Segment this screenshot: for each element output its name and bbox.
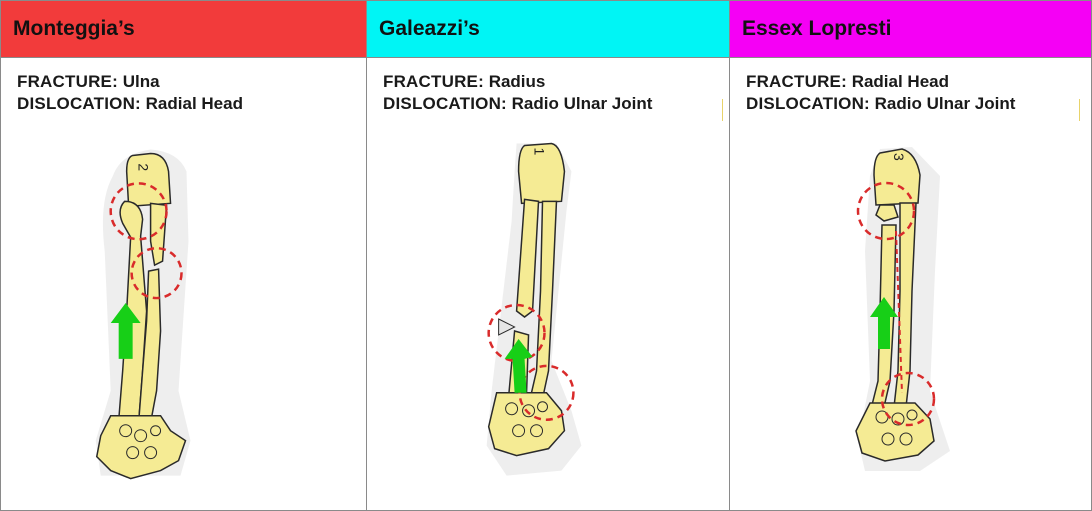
fracture-circle <box>130 246 183 300</box>
divider-mark <box>1079 99 1080 121</box>
fracture-fragment <box>498 318 516 336</box>
fracture-circle <box>487 303 546 363</box>
figure-number: 3 <box>891 153 907 161</box>
info-galeazzi: FRACTURE: Radius DISLOCATION: Radio Ulna… <box>383 71 652 115</box>
fracture-circle <box>856 181 916 241</box>
dislocation-circle <box>109 182 168 241</box>
humerus-bone <box>125 152 172 208</box>
dislocation-value: Radial Head <box>145 94 243 113</box>
column-essex-lopresti: Essex Lopresti FRACTURE: Radial Head DIS… <box>730 1 1091 510</box>
radial-head-fragments <box>875 204 899 222</box>
divider-mark <box>722 99 723 121</box>
title-essex-lopresti: Essex Lopresti <box>742 17 892 40</box>
direction-arrow <box>504 338 533 393</box>
hand-bones <box>95 414 187 480</box>
figure-number: 1 <box>532 147 548 155</box>
essex-lopresti-forearm-illustration: 3 <box>855 147 950 471</box>
humerus-bone <box>873 148 921 206</box>
fracture-value: Ulna <box>122 72 160 91</box>
fracture-value: Radial Head <box>851 72 949 91</box>
radius-upper <box>515 198 540 318</box>
dislocation-label: DISLOCATION: <box>746 94 870 113</box>
dislocation-label: DISLOCATION: <box>17 94 141 113</box>
direction-arrow <box>110 303 141 359</box>
interosseous-membrane-line <box>895 230 903 394</box>
monteggia-forearm-illustration: 2 <box>95 149 191 480</box>
header-galeazzi: Galeazzi’s <box>367 1 729 58</box>
column-monteggia: Monteggia’s FRACTURE: Ulna DISLOCATION: … <box>1 1 367 510</box>
header-essex-lopresti: Essex Lopresti <box>730 1 1091 58</box>
header-monteggia: Monteggia’s <box>1 1 366 58</box>
title-galeazzi: Galeazzi’s <box>379 17 480 40</box>
hand-bones <box>855 402 935 462</box>
info-monteggia: FRACTURE: Ulna DISLOCATION: Radial Head <box>17 71 243 115</box>
hand-bones <box>487 392 566 457</box>
dislocation-value: Radio Ulnar Joint <box>511 94 653 113</box>
dislocation-value: Radio Ulnar Joint <box>874 94 1016 113</box>
humerus-bone <box>517 142 566 205</box>
galeazzi-forearm-illustration: 1 <box>486 142 582 476</box>
fracture-label: FRACTURE: <box>746 72 847 91</box>
dislocation-circle <box>880 371 936 427</box>
info-essex-lopresti: FRACTURE: Radial Head DISLOCATION: Radio… <box>746 71 1015 115</box>
dislocation-label: DISLOCATION: <box>383 94 507 113</box>
fracture-value: Radius <box>488 72 546 91</box>
fracture-label: FRACTURE: <box>383 72 484 91</box>
fracture-label: FRACTURE: <box>17 72 118 91</box>
direction-arrow <box>870 297 898 349</box>
column-galeazzi: Galeazzi’s FRACTURE: Radius DISLOCATION:… <box>367 1 730 510</box>
figure-number: 2 <box>136 163 152 171</box>
title-monteggia: Monteggia’s <box>13 17 135 40</box>
